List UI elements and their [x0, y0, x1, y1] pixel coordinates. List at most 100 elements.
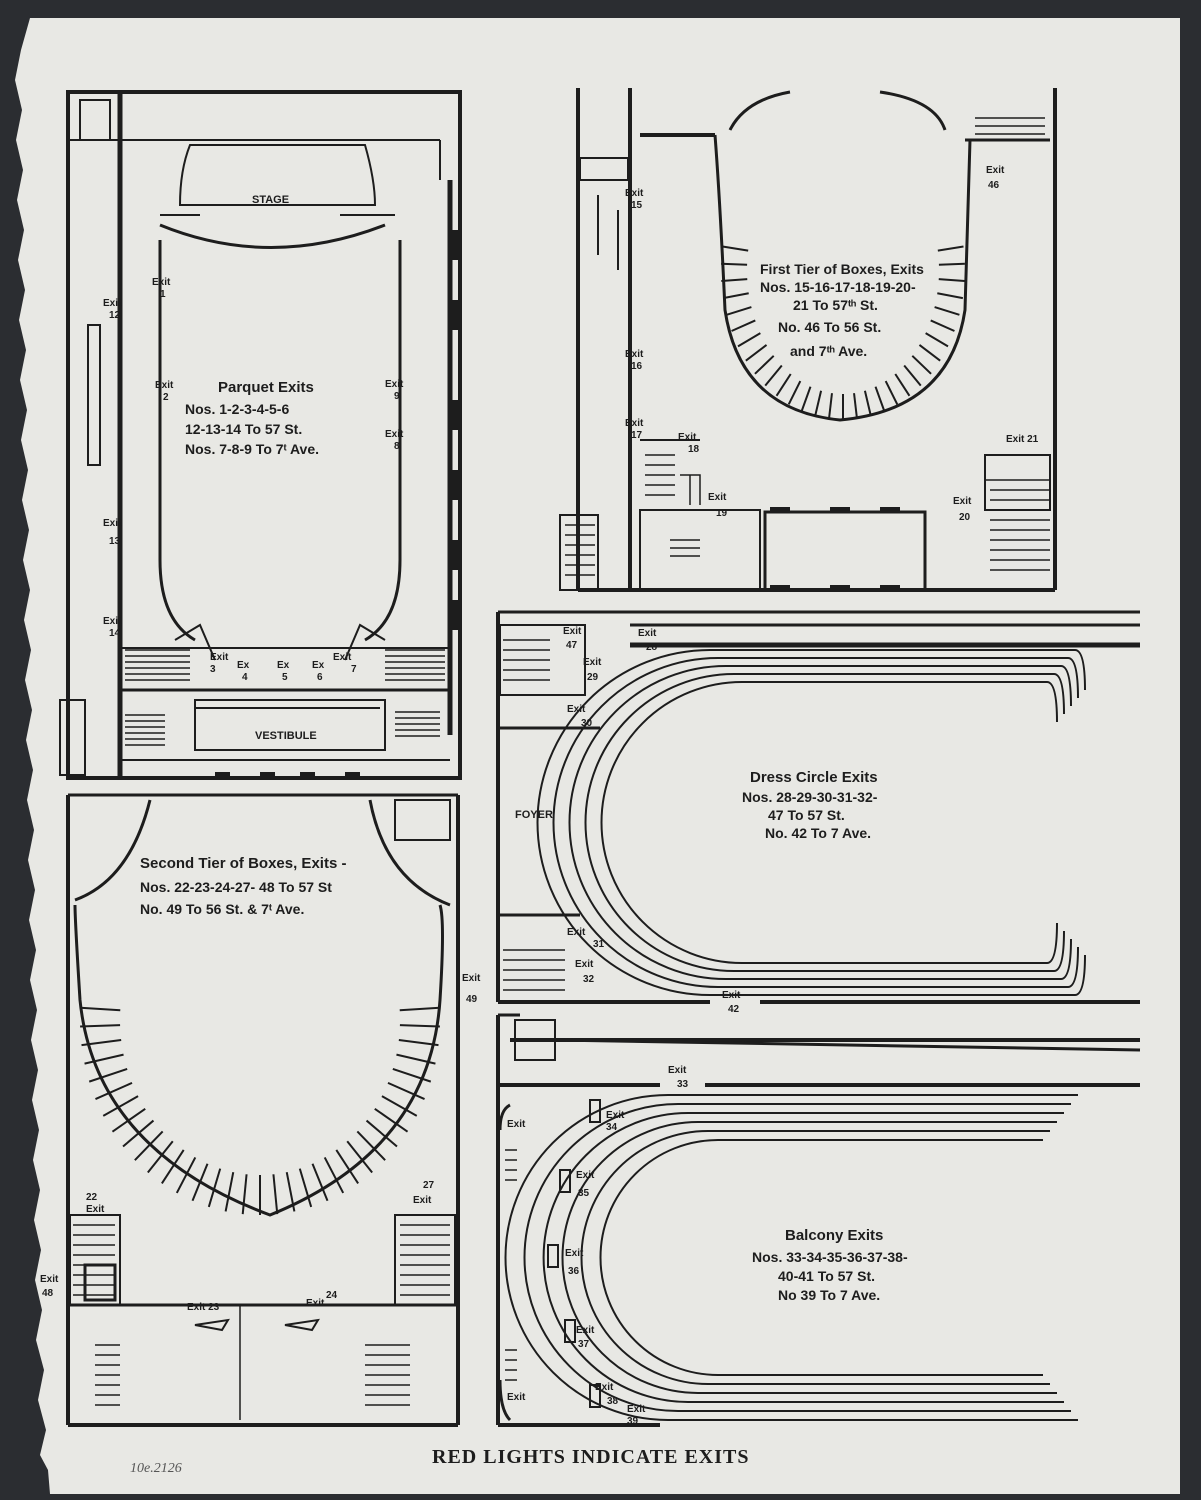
svg-text:Exit 21: Exit 21 — [1006, 434, 1039, 445]
svg-text:Ex: Ex — [237, 660, 250, 671]
svg-text:Exit: Exit — [595, 1382, 614, 1393]
svg-text:16: 16 — [631, 361, 643, 372]
balcony-title: Balcony Exits — [785, 1227, 883, 1244]
box-divider — [381, 1095, 418, 1117]
box-divider — [934, 306, 960, 316]
box-divider — [745, 344, 768, 362]
svg-text:Exit: Exit — [507, 1119, 526, 1130]
svg-text:39: 39 — [627, 1416, 639, 1427]
svg-text:1: 1 — [160, 289, 166, 300]
exit-13-label: Exit 13 — [103, 518, 122, 547]
svg-text:Exit: Exit — [567, 704, 586, 715]
box-divider — [726, 306, 752, 316]
first-tier-box-dividers — [721, 245, 965, 420]
box-divider — [323, 1156, 345, 1194]
box-divider — [346, 1140, 373, 1174]
box-divider — [938, 262, 965, 266]
svg-text:Exit: Exit — [638, 628, 657, 639]
svg-text:35: 35 — [578, 1188, 590, 1199]
svg-text:34: 34 — [606, 1122, 618, 1133]
row-end — [1046, 681, 1058, 964]
svg-text:Exit: Exit — [40, 1274, 59, 1285]
svg-text:31: 31 — [593, 939, 605, 950]
svg-text:Ex: Ex — [312, 660, 325, 671]
second-tier-box-dividers — [80, 1006, 440, 1215]
box-divider — [764, 364, 783, 387]
seat-row — [580, 1130, 1050, 1385]
svg-text:3: 3 — [210, 664, 216, 675]
box-divider — [298, 1168, 313, 1208]
box-divider — [937, 292, 964, 300]
svg-text:28: 28 — [646, 642, 658, 653]
box-divider — [800, 386, 812, 412]
svg-text:Exit: Exit — [306, 1298, 325, 1309]
svg-text:Exit: Exit — [678, 432, 697, 443]
svg-text:32: 32 — [583, 974, 595, 985]
seat-row — [584, 673, 1054, 972]
svg-text:Exit: Exit — [575, 959, 594, 970]
svg-text:Exit: Exit — [507, 1392, 526, 1403]
box-divider — [175, 1156, 197, 1194]
svg-text:4: 4 — [242, 672, 248, 683]
svg-text:46: 46 — [988, 180, 1000, 191]
box-divider — [937, 245, 964, 252]
svg-text:24: 24 — [326, 1290, 338, 1301]
box-divider — [737, 332, 761, 348]
svg-text:Exit: Exit — [333, 652, 352, 663]
svg-text:19: 19 — [716, 508, 728, 519]
box-divider — [399, 1006, 440, 1012]
svg-text:Exit: Exit — [576, 1170, 595, 1181]
svg-text:Exit: Exit — [576, 1325, 595, 1336]
exit-6-label: Ex6 — [312, 660, 325, 683]
box-divider — [938, 278, 965, 282]
seat-row — [523, 1103, 1071, 1412]
box-divider — [396, 1053, 436, 1065]
box-divider — [207, 1168, 222, 1208]
box-divider — [911, 355, 932, 375]
svg-text:Exit: Exit — [625, 188, 644, 199]
box-divider — [894, 373, 911, 397]
parquet-line-2: 12-13-14 To 57 St. — [185, 421, 302, 437]
svg-text:Exit: Exit — [462, 973, 481, 984]
svg-text:12: 12 — [109, 310, 121, 321]
svg-text:Exit: Exit — [385, 379, 404, 390]
svg-text:22: 22 — [86, 1192, 98, 1203]
box-divider — [722, 292, 749, 300]
first-tier-horseshoe — [728, 90, 947, 131]
box-divider — [787, 380, 802, 405]
svg-text:Ex: Ex — [277, 660, 290, 671]
footer-caption: RED LIGHTS INDICATE EXITS — [432, 1446, 750, 1468]
box-divider — [161, 1149, 185, 1185]
seat-row — [599, 1139, 1043, 1376]
first-tier-line-2: 21 To 57ᵗʰ St. — [793, 297, 878, 313]
svg-text:47: 47 — [566, 640, 578, 651]
box-divider — [335, 1149, 359, 1185]
svg-text:15: 15 — [631, 200, 643, 211]
box-divider — [775, 373, 792, 397]
dress-circle-rows — [536, 649, 1086, 996]
svg-text:Exit 23: Exit 23 — [187, 1302, 220, 1313]
box-divider — [374, 1107, 409, 1133]
svg-text:Exit: Exit — [606, 1110, 625, 1121]
seat-row — [542, 1112, 1064, 1403]
parquet-line-3: Nos. 7-8-9 To 7ᵗ Ave. — [185, 441, 319, 457]
svg-text:2: 2 — [163, 392, 169, 403]
svg-text:Exit: Exit — [103, 518, 122, 529]
box-divider — [399, 1024, 440, 1028]
svg-text:Exit: Exit — [86, 1204, 105, 1215]
svg-text:37: 37 — [578, 1339, 590, 1350]
box-divider — [754, 355, 775, 375]
svg-text:13: 13 — [109, 536, 121, 547]
